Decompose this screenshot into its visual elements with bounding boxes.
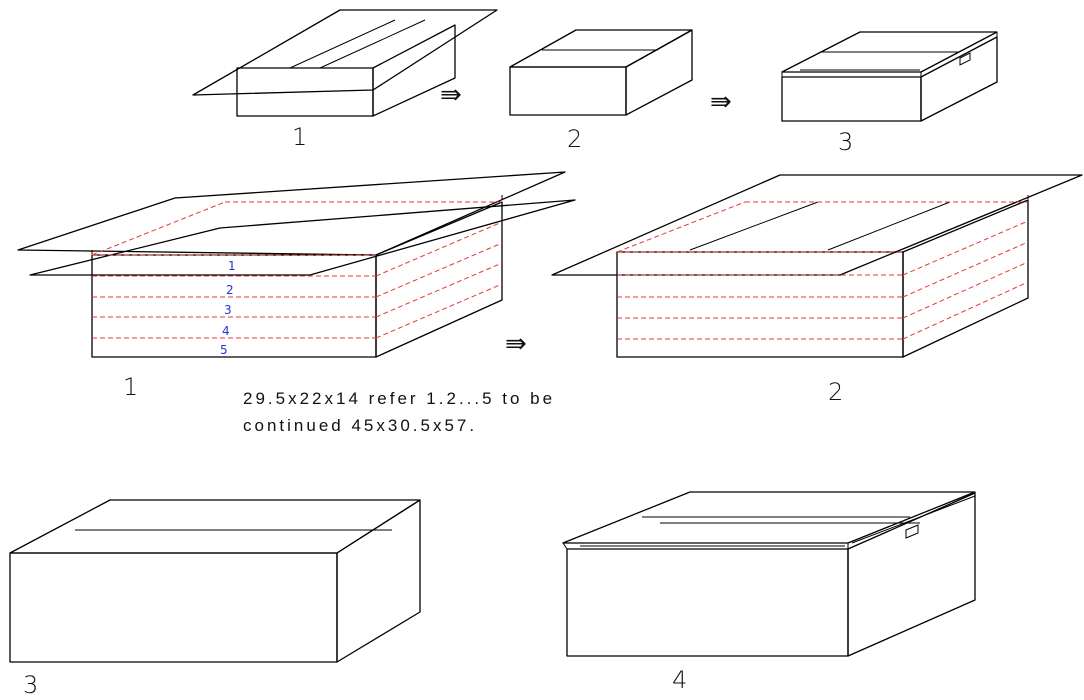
middle-step-label-1: 1 xyxy=(123,373,138,401)
dimension-note-line-2: continued 45x30.5x57. xyxy=(243,416,477,435)
middle-step-label-2: 2 xyxy=(828,378,843,406)
bottom-step-label-3: 3 xyxy=(23,671,38,699)
middle-box-2-folded-flaps xyxy=(551,174,1083,358)
middle-box-1-layers xyxy=(17,171,576,358)
layer-number-3: 3 xyxy=(224,303,232,317)
top-step-label-2: 2 xyxy=(567,125,582,153)
top-arrow-1: ⇛ xyxy=(440,80,462,110)
dimension-note-line-1: 29.5x22x14 refer 1.2...5 to be xyxy=(243,389,555,408)
layer-number-2: 2 xyxy=(226,283,234,297)
top-box-1-open-flaps xyxy=(192,9,498,117)
bottom-step-label-4: 4 xyxy=(672,666,687,694)
top-step-label-1: 1 xyxy=(292,123,307,151)
bottom-box-3-closed xyxy=(9,499,421,663)
layer-number-4: 4 xyxy=(222,324,230,338)
layer-number-1: 1 xyxy=(228,259,236,273)
middle-arrow: ⇛ xyxy=(505,329,527,359)
top-box-3-lidded xyxy=(781,31,998,122)
top-arrow-2: ⇛ xyxy=(710,87,732,117)
bottom-box-4-lidded xyxy=(562,491,976,657)
top-box-2-closed xyxy=(509,29,693,116)
top-step-label-3: 3 xyxy=(838,128,853,156)
layer-number-5: 5 xyxy=(220,343,228,357)
